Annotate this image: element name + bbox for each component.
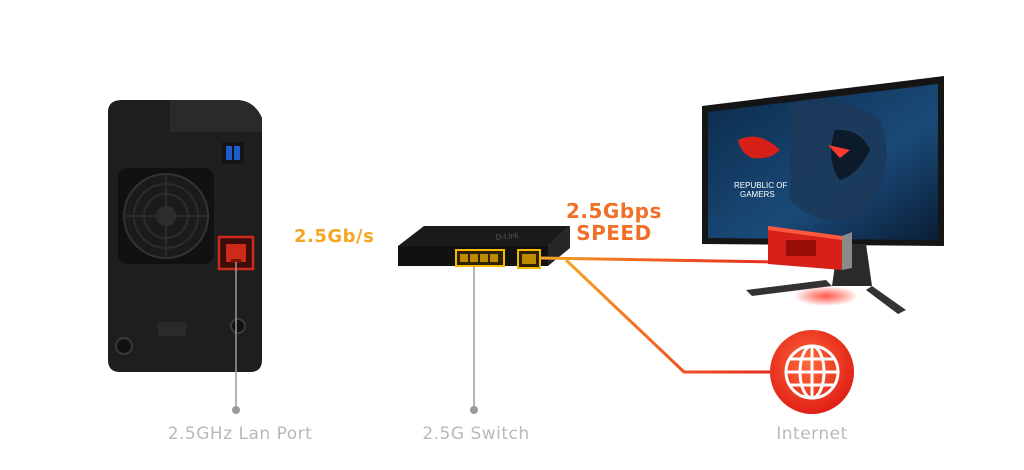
link-speed-label: 2.5Gb/s: [294, 226, 375, 247]
switch-label: 2.5G Switch: [422, 424, 530, 444]
pointer-lan-port: [232, 262, 240, 414]
cable-switch-to-internet: [564, 258, 770, 374]
lan-port-label: 2.5GHz Lan Port: [167, 424, 313, 444]
cable-switch-to-pc: [539, 256, 781, 264]
speed-callout-line1: 2.5Gbps: [566, 199, 662, 223]
monitor-screen-text-1: REPUBLIC OF: [734, 181, 787, 190]
network-switch-icon: D-Link: [398, 226, 570, 269]
pointer-switch: [470, 266, 478, 414]
globe-icon: [770, 330, 854, 414]
monitor-screen-text-2: GAMERS: [740, 190, 775, 199]
speed-callout: 2.5Gbps SPEED: [566, 200, 662, 244]
internet-label: Internet: [776, 424, 848, 444]
switch-brand-label: D-Link: [495, 231, 520, 242]
nas-device-icon: [108, 100, 262, 372]
speed-callout-line2: SPEED: [576, 221, 652, 245]
gaming-monitor-icon: [702, 76, 944, 314]
